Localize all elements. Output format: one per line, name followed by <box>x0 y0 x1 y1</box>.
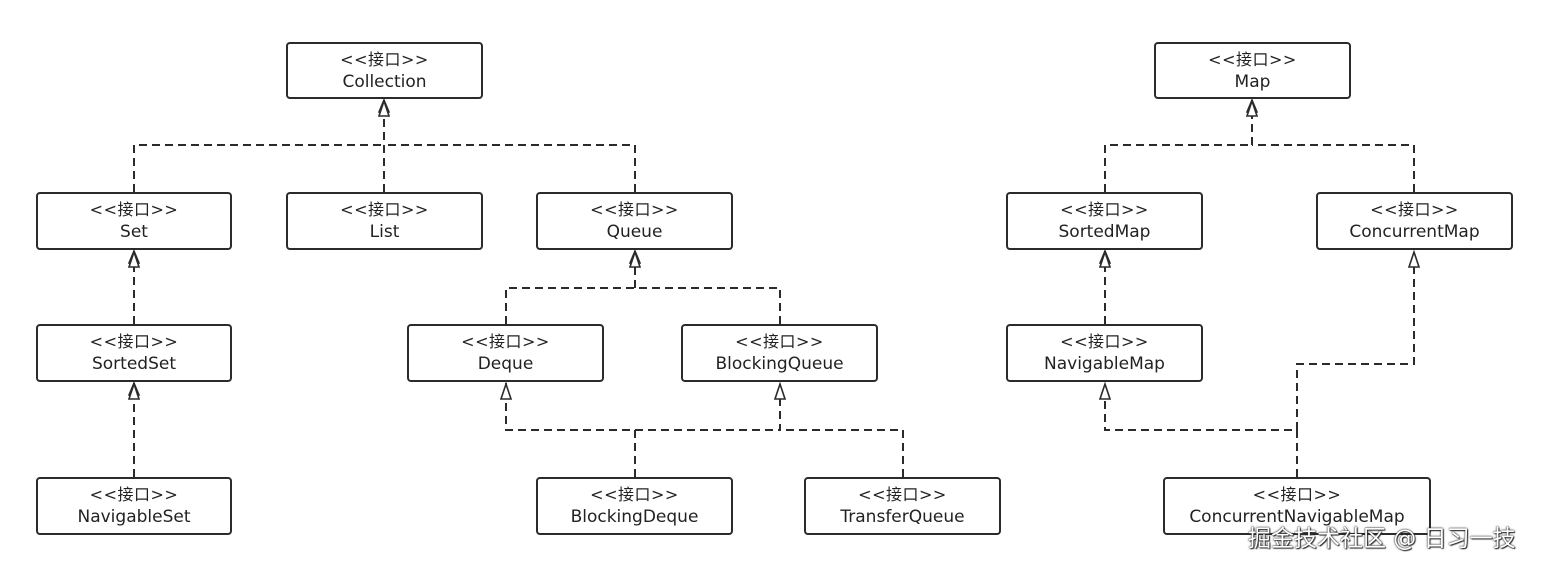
stereotype-label: <<接口>> <box>1370 200 1459 219</box>
arrowhead-cmap <box>1407 249 1421 268</box>
stereotype-label: <<接口>> <box>590 200 679 219</box>
navigablemap-interface-box: <<接口>> NavigableMap <box>1006 324 1203 382</box>
blockingqueue-interface-box: <<接口>> BlockingQueue <box>681 324 878 382</box>
concurrentmap-label: ConcurrentMap <box>1349 222 1480 242</box>
transferqueue-interface-box: <<接口>> TransferQueue <box>804 477 1001 535</box>
list-interface-box: <<接口>> List <box>286 192 483 250</box>
stereotype-label: <<接口>> <box>89 332 179 351</box>
arrowhead-map <box>1245 98 1259 117</box>
set-interface-box: <<接口>> Set <box>36 192 232 250</box>
set-label: Set <box>120 222 148 242</box>
stereotype-label: <<接口>> <box>461 332 550 351</box>
stereotype-label: <<接口>> <box>590 485 679 504</box>
stereotype-label: <<接口>> <box>89 200 179 219</box>
queue-label: Queue <box>606 222 663 242</box>
map-label: Map <box>1234 71 1271 92</box>
navigablemap-label: NavigableMap <box>1044 354 1165 374</box>
list-label: List <box>369 222 400 242</box>
stereotype-label: <<接口>> <box>1060 332 1149 351</box>
edge-cnmap-navmap <box>1104 383 1298 477</box>
concurrentmap-interface-box: <<接口>> ConcurrentMap <box>1316 192 1513 250</box>
blockingdeque-interface-box: <<接口>> BlockingDeque <box>536 477 733 535</box>
edge-bqueue-queue <box>635 287 781 324</box>
blockingdeque-label: BlockingDeque <box>570 507 699 527</box>
collection-interface-box: <<接口>> Collection <box>286 42 483 99</box>
edge-cmap-map <box>1252 144 1415 192</box>
arrowhead-bqueue <box>773 381 787 400</box>
sortedset-interface-box: <<接口>> SortedSet <box>36 324 232 382</box>
navigableset-label: NavigableSet <box>77 507 191 527</box>
stereotype-label: <<接口>> <box>1208 49 1297 69</box>
arrowhead-set <box>127 249 141 268</box>
stereotype-label: <<接口>> <box>340 200 429 219</box>
stereotype-label: <<接口>> <box>340 49 429 69</box>
navigableset-interface-box: <<接口>> NavigableSet <box>36 477 232 535</box>
deque-label: Deque <box>477 354 534 374</box>
edge-cnmap-cmap <box>1296 251 1415 430</box>
transferqueue-label: TransferQueue <box>840 507 965 527</box>
arrowhead-collection <box>377 98 391 117</box>
sortedmap-interface-box: <<接口>> SortedMap <box>1006 192 1203 250</box>
watermark: 掘金技术社区 @ 日习一技 <box>1248 526 1516 552</box>
edge-set-collection <box>133 144 384 192</box>
arrowhead-sortedset <box>127 381 141 400</box>
blockingqueue-label: BlockingQueue <box>715 354 844 374</box>
arrowhead-queue <box>628 249 642 268</box>
edge-deque-queue <box>505 287 635 324</box>
edge-bdeque-bqueue <box>635 383 781 431</box>
stereotype-label: <<接口>> <box>735 332 824 351</box>
stereotype-label: <<接口>> <box>1060 200 1149 219</box>
stereotype-label: <<接口>> <box>1252 485 1342 504</box>
arrowhead-deque <box>499 381 513 400</box>
arrowhead-navmap <box>1098 381 1112 400</box>
deque-interface-box: <<接口>> Deque <box>407 324 604 382</box>
edge-bdeque-deque <box>505 383 636 477</box>
concurrentnavigablemap-interface-box: <<接口>> ConcurrentNavigableMap <box>1163 477 1431 535</box>
stereotype-label: <<接口>> <box>89 485 179 504</box>
stereotype-label: <<接口>> <box>858 485 947 504</box>
collection-label: Collection <box>342 71 427 92</box>
edge-tqueue-bqueue <box>780 429 904 477</box>
arrowhead-sortedmap <box>1098 249 1112 268</box>
map-interface-box: <<接口>> Map <box>1154 42 1351 99</box>
edge-sortedmap-map <box>1104 144 1252 192</box>
queue-interface-box: <<接口>> Queue <box>536 192 733 250</box>
sortedmap-label: SortedMap <box>1058 222 1151 242</box>
sortedset-label: SortedSet <box>91 354 176 374</box>
edge-queue-collection <box>384 144 636 192</box>
concurrentnavigablemap-label: ConcurrentNavigableMap <box>1189 507 1405 527</box>
